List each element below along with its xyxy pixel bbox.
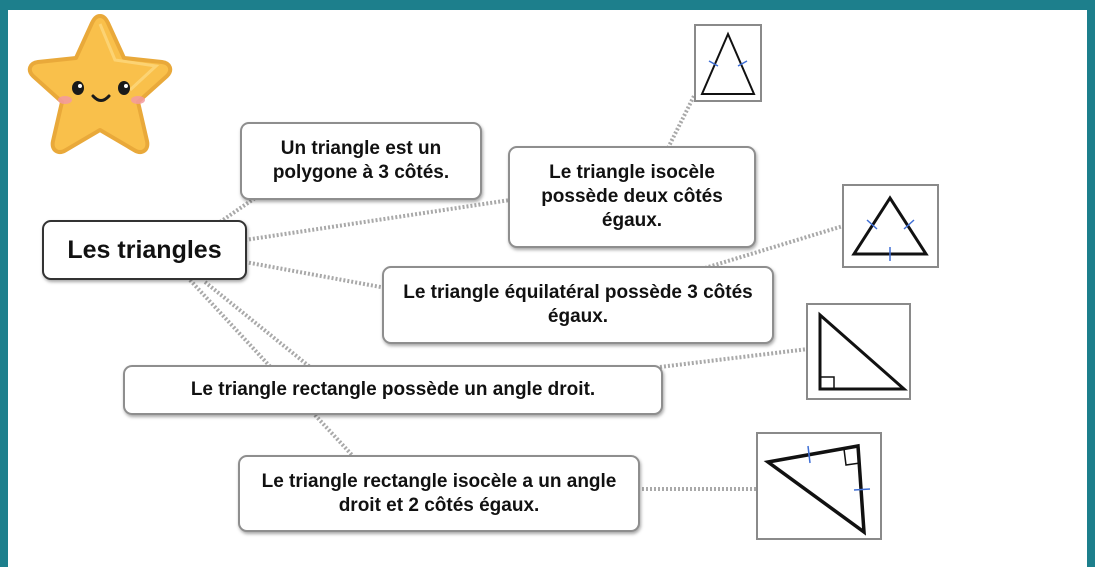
connector-center-equilateral — [244, 260, 387, 290]
node-definition: Un triangle est un polygone à 3 côtés. — [240, 122, 482, 200]
node-rectangle-isocele: Le triangle rectangle isocèle a un angle… — [238, 455, 640, 532]
center-node-label: Les triangles — [67, 236, 222, 264]
node-rectangle-label: Le triangle rectangle possède un angle d… — [190, 379, 596, 400]
isosceles-triangle-icon — [700, 31, 756, 95]
right-isosceles-triangle-thumbnail — [756, 432, 882, 540]
node-isocele: Le triangle isocèle possède deux côtés é… — [508, 146, 756, 248]
right-triangle-icon — [818, 311, 908, 391]
node-isocele-label: Le triangle isocèle possède deux côtés é… — [541, 162, 723, 231]
connector-equilateral-thumb — [704, 224, 844, 270]
right-triangle-thumbnail — [806, 303, 911, 400]
connector-isocele-thumb — [666, 95, 696, 149]
right-isosceles-triangle-icon — [763, 443, 871, 536]
node-rectangle-isocele-label: Le triangle rectangle isocèle a un angle… — [261, 470, 617, 516]
smiling-star-icon — [27, 14, 173, 154]
node-equilateral: Le triangle équilatéral possède 3 côtés … — [382, 266, 774, 344]
center-node: Les triangles — [42, 220, 247, 280]
node-definition-label: Un triangle est un polygone à 3 côtés. — [272, 138, 450, 183]
connector-rectangle-thumb — [659, 347, 809, 369]
equilateral-triangle-icon — [851, 195, 929, 261]
connector-center-isocele — [244, 198, 511, 242]
connector-center-rectangle — [203, 280, 312, 369]
isosceles-triangle-thumbnail — [694, 24, 762, 102]
equilateral-triangle-thumbnail — [842, 184, 939, 268]
node-equilateral-label: Le triangle équilatéral possède 3 côtés … — [403, 282, 753, 327]
node-rectangle: Le triangle rectangle possède un angle d… — [123, 365, 663, 415]
